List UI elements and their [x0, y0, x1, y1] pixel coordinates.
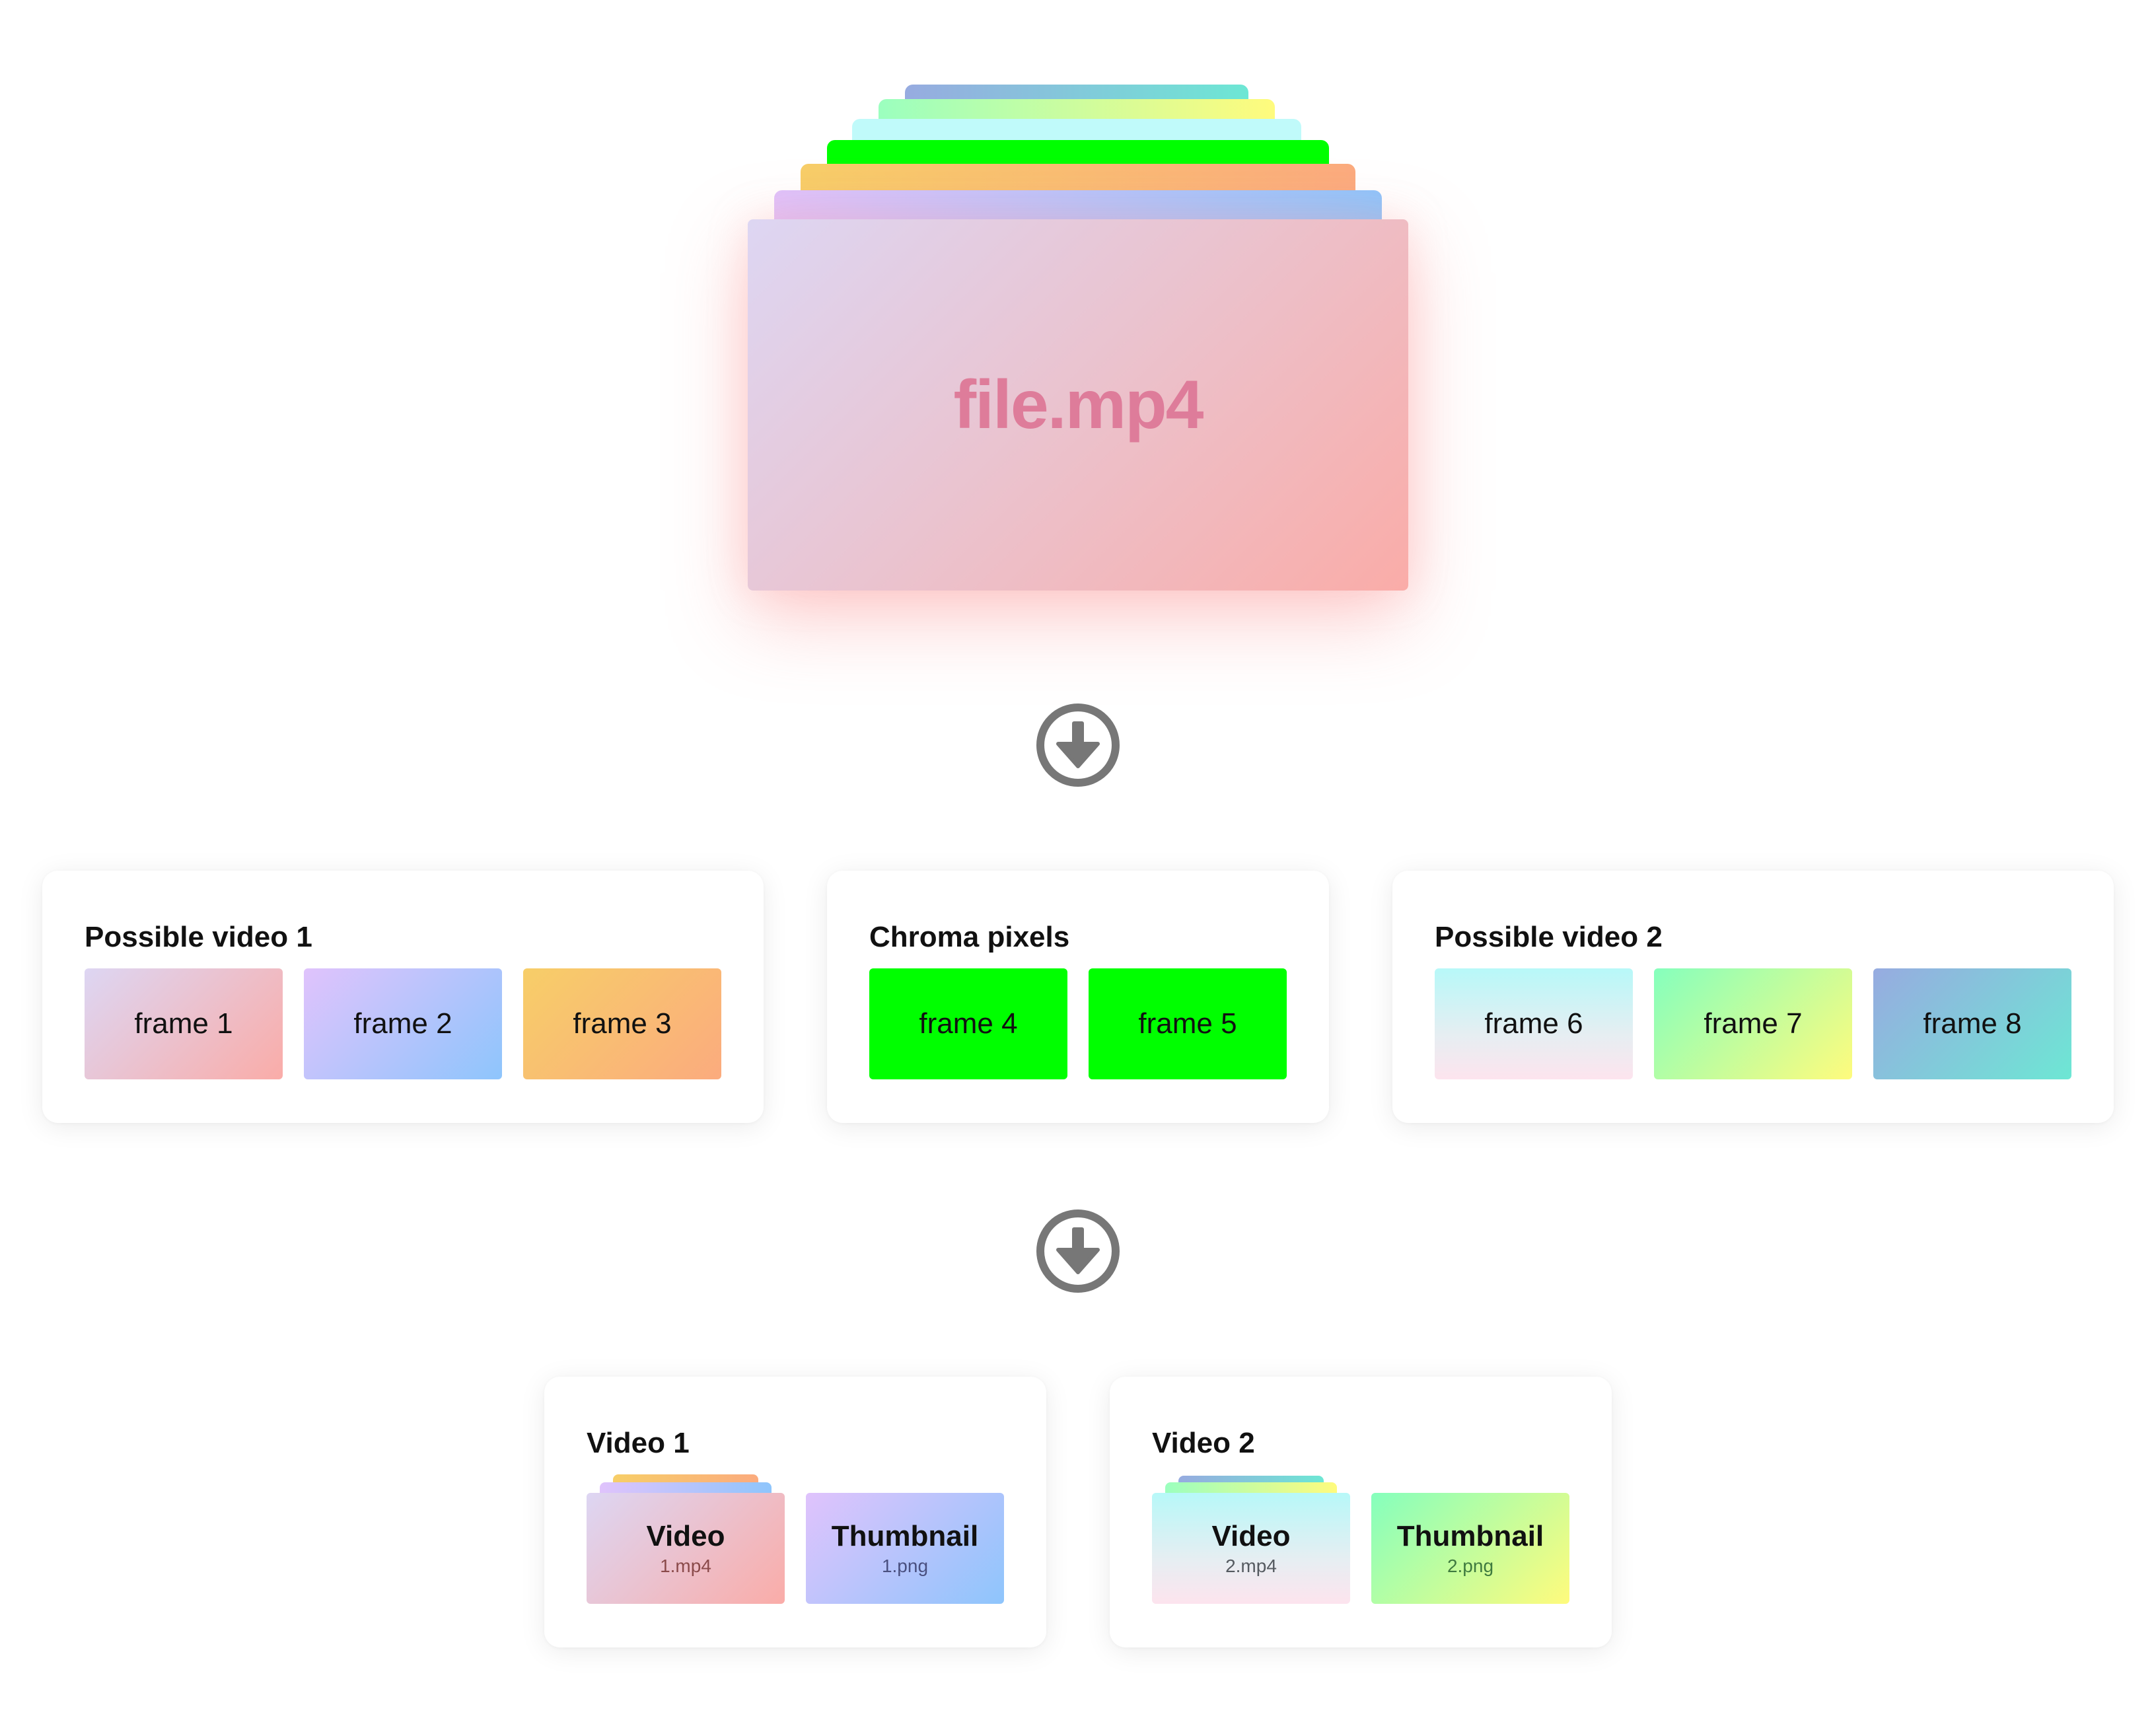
thumbnail-tile: Thumbnail 1.png — [806, 1493, 1004, 1604]
thumbnail-file-name: 2.png — [1447, 1556, 1494, 1576]
frame-label: frame 1 — [134, 1007, 233, 1040]
thumbnail-label: Thumbnail — [1396, 1520, 1544, 1552]
card-title: Video 2 — [1152, 1427, 1255, 1459]
frame-tile-2: frame 2 — [304, 968, 502, 1079]
frame-tile-3: frame 3 — [523, 968, 721, 1079]
frame-label: frame 3 — [573, 1007, 672, 1040]
video-tile: Video 1.mp4 — [587, 1493, 785, 1604]
frame-label: frame 6 — [1484, 1007, 1583, 1040]
frame-label: frame 7 — [1704, 1007, 1803, 1040]
arrow-down-circle-icon — [1036, 704, 1120, 787]
card-title: Video 1 — [587, 1427, 690, 1459]
video-1-card: Video 1 Video 1.mp4 Thumbnail 1.png — [544, 1377, 1046, 1647]
arrow-down-circle-icon — [1036, 1209, 1120, 1293]
card-title: Chroma pixels — [869, 921, 1070, 953]
frame-tile-1: frame 1 — [85, 968, 283, 1079]
frame-tile-8: frame 8 — [1873, 968, 2071, 1079]
chroma-pixels-card: Chroma pixels frame 4 frame 5 — [827, 871, 1329, 1123]
source-file-card: file.mp4 — [748, 219, 1408, 591]
frame-tile-7: frame 7 — [1654, 968, 1852, 1079]
source-file-name: file.mp4 — [953, 366, 1204, 443]
video-label: Video — [1211, 1520, 1291, 1552]
video-file-name: 1.mp4 — [660, 1556, 711, 1576]
frame-tile-6: frame 6 — [1435, 968, 1633, 1079]
card-title: Possible video 2 — [1435, 921, 1663, 953]
card-title: Possible video 1 — [85, 921, 312, 953]
frame-label: frame 5 — [1138, 1007, 1237, 1040]
thumbnail-tile: Thumbnail 2.png — [1371, 1493, 1569, 1604]
frame-label: frame 4 — [919, 1007, 1018, 1040]
frame-tile-4: frame 4 — [869, 968, 1067, 1079]
frame-tile-5: frame 5 — [1089, 968, 1287, 1079]
frame-label: frame 2 — [353, 1007, 452, 1040]
frame-label: frame 8 — [1923, 1007, 2022, 1040]
stack-layer-frame-2 — [774, 190, 1382, 225]
video-label: Video — [646, 1520, 725, 1552]
video-2-card: Video 2 Video 2.mp4 Thumbnail 2.png — [1110, 1377, 1612, 1647]
possible-video-2-card: Possible video 2 frame 6 frame 7 frame 8 — [1392, 871, 2114, 1123]
source-file-stack: file.mp4 — [0, 0, 2156, 661]
thumbnail-file-name: 1.png — [881, 1556, 929, 1576]
video-file-name: 2.mp4 — [1225, 1556, 1277, 1576]
video-tile: Video 2.mp4 — [1152, 1493, 1350, 1604]
possible-video-1-card: Possible video 1 frame 1 frame 2 frame 3 — [42, 871, 764, 1123]
thumbnail-label: Thumbnail — [831, 1520, 979, 1552]
